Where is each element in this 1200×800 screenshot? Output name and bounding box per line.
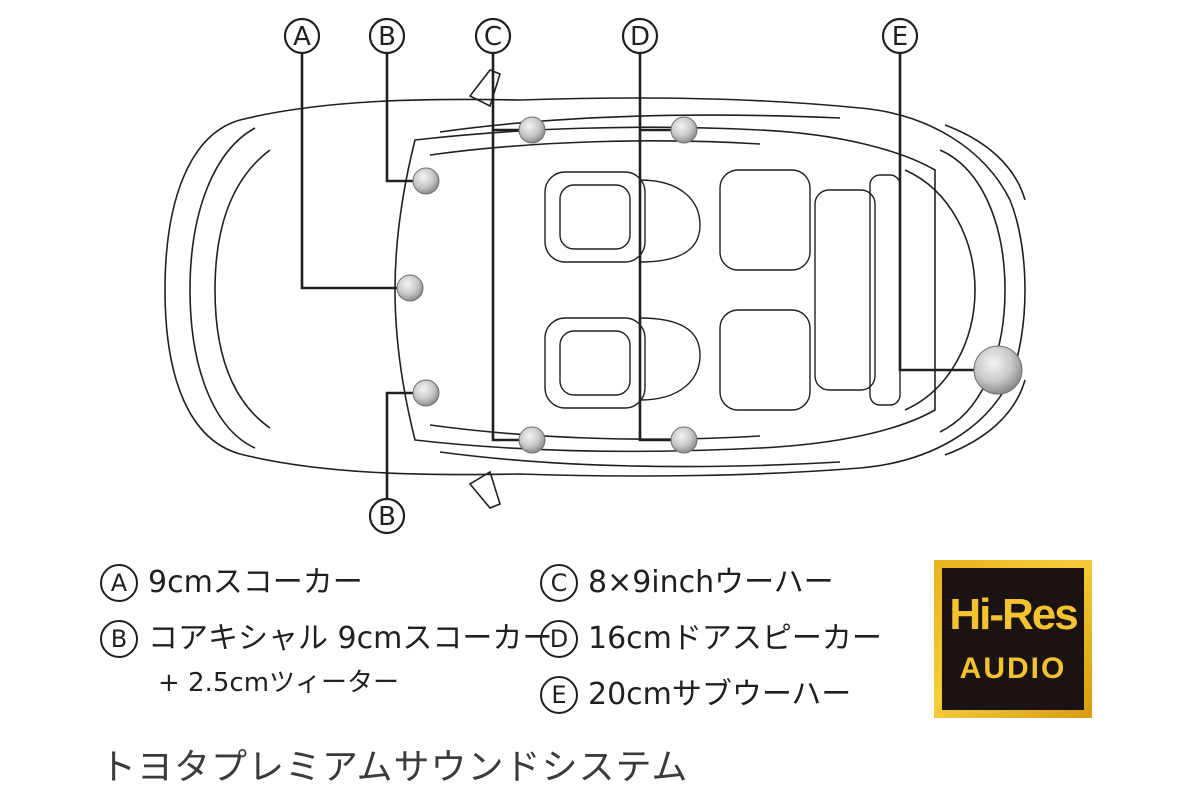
legend-item-c: C 8×9inchウーハー — [540, 563, 882, 603]
leader-d — [638, 53, 672, 132]
hi-res-audio-logo: Hi-Res AUDIO — [934, 560, 1092, 718]
speaker-b-top — [412, 167, 440, 195]
callout-a: A — [283, 17, 321, 55]
legend-text-e: 20cmサブウーハー — [588, 677, 852, 712]
speaker-a — [396, 274, 424, 302]
leader-c — [491, 53, 520, 132]
legend-text-a: 9cmスコーカー — [148, 565, 363, 600]
legend-item-b-line2: + 2.5cmツィーター — [100, 663, 552, 703]
hi-res-logo-line2: AUDIO — [959, 652, 1067, 685]
legend-text-b: コアキシャル 9cmスコーカー — [148, 621, 553, 656]
hi-res-logo-line1: Hi-Res — [949, 590, 1078, 639]
speaker-c-top — [518, 116, 546, 144]
callout-d: D — [621, 17, 659, 55]
hi-res-logo-inner: Hi-Res AUDIO — [942, 568, 1084, 710]
legend-left: A 9cmスコーカー B コアキシャル 9cmスコーカー + 2.5cmツィータ… — [100, 563, 552, 719]
speakers — [396, 116, 1023, 454]
leader-c-lower — [491, 130, 520, 442]
legend-badge-a: A — [100, 564, 138, 602]
leader-e — [898, 53, 975, 372]
legend-item-a: A 9cmスコーカー — [100, 563, 552, 603]
legend-text-d: 16cmドアスピーカー — [588, 621, 882, 656]
callout-b-top-label: B — [378, 22, 396, 52]
callout-d-label: D — [630, 22, 650, 52]
legend-text-b-line2: + 2.5cmツィーター — [158, 668, 400, 698]
callout-b-top: B — [368, 17, 406, 55]
callout-c-label: C — [484, 22, 502, 52]
callout-c: C — [474, 17, 512, 55]
legend-badge-d: D — [540, 620, 578, 658]
seats — [544, 169, 901, 411]
leader-b-top — [385, 53, 413, 183]
legend-right: C 8×9inchウーハー D 16cmドアスピーカー E 20cmサブウーハー — [540, 563, 882, 731]
leader-lines — [300, 53, 975, 498]
callout-e: E — [881, 17, 919, 55]
callout-a-label: A — [293, 22, 311, 52]
legend-item-b: B コアキシャル 9cmスコーカー — [100, 619, 552, 659]
speaker-d-bottom — [670, 426, 698, 454]
legend-badge-e: E — [540, 676, 578, 714]
callouts: A B C D E B — [283, 17, 919, 535]
callout-e-label: E — [892, 22, 908, 52]
legend-badge-c: C — [540, 564, 578, 602]
leader-d-lower — [638, 130, 672, 442]
legend-item-e: E 20cmサブウーハー — [540, 675, 882, 715]
car-speaker-diagram: A B C D E B — [164, 17, 1026, 535]
car-outline — [164, 69, 1026, 509]
speaker-b-bottom — [412, 379, 440, 407]
system-title: トヨタプレミアムサウンドシステム — [100, 747, 689, 788]
speaker-c-bottom — [518, 426, 546, 454]
speaker-d-top — [670, 116, 698, 144]
leader-b-bottom — [385, 391, 413, 498]
callout-b-bottom: B — [368, 497, 406, 535]
legend-badge-b: B — [100, 620, 138, 658]
speaker-e — [973, 345, 1023, 395]
leader-a — [300, 53, 400, 290]
legend-item-d: D 16cmドアスピーカー — [540, 619, 882, 659]
legend-text-c: 8×9inchウーハー — [588, 565, 834, 600]
callout-b-bottom-label: B — [378, 502, 396, 532]
